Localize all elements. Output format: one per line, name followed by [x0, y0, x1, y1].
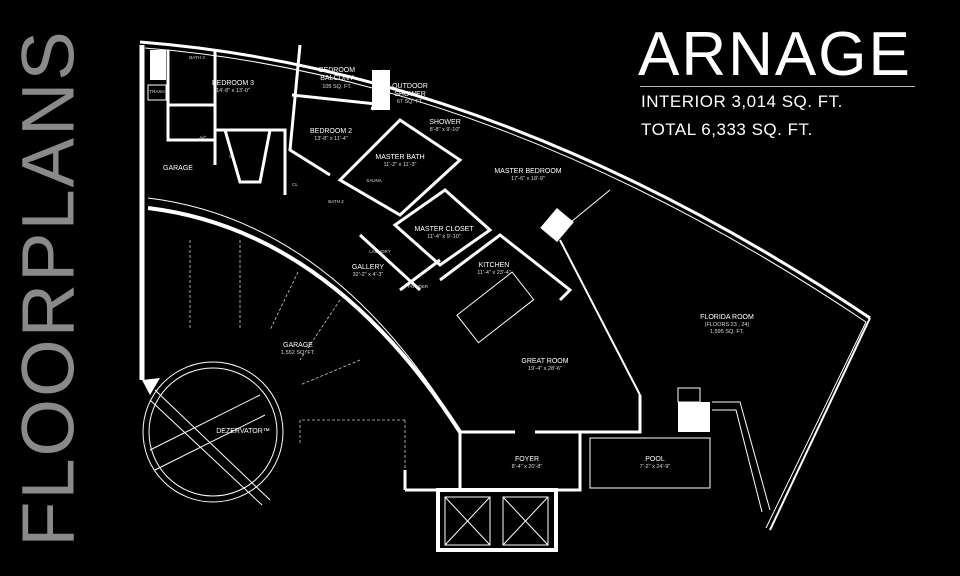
- room-label-outdoor-shower-2: SHOWER: [394, 91, 426, 98]
- room-dim-master-bedroom: 17'-6" x 18'-9": [511, 176, 545, 182]
- room-dim-bedroom3: 14'-8" x 13'-0": [216, 88, 250, 94]
- room-label-laundry: LAUNDRY: [369, 249, 390, 254]
- room-label-master-closet: MASTER CLOSET: [414, 226, 474, 233]
- room-label-florida-room: FLORIDA ROOM: [700, 314, 754, 321]
- room-label-shower: SHOWER: [429, 119, 461, 126]
- column: [540, 207, 574, 243]
- column: [372, 70, 390, 110]
- room-label-powder: POWDER: [408, 284, 429, 289]
- florida-room-glass-wall: [769, 317, 871, 531]
- room-label-kitchen: KITCHEN: [479, 262, 510, 269]
- stair-block: [678, 402, 710, 432]
- room-label-closet-2: CL: [292, 182, 298, 187]
- room-dim-master-closet: 11'-4" x 9'-10": [427, 234, 460, 240]
- kitchen-island: [456, 271, 535, 344]
- room-label-master-bath: MASTER BATH: [375, 154, 424, 161]
- interior-area: INTERIOR 3,014 SQ. FT.: [641, 92, 843, 111]
- room-label-bedroom-balcony-1: BEDROOM: [319, 67, 355, 74]
- room-label-dezervator: DEZERVATOR™: [216, 428, 270, 435]
- room-label-master-bedroom: MASTER BEDROOM: [494, 168, 561, 175]
- room-label-ac: A/C: [199, 135, 207, 140]
- room-label-closet-1: CL: [229, 154, 235, 159]
- room-dim-bedroom2: 13'-8" x 11'-4": [314, 136, 347, 142]
- total-area: TOTAL 6,333 SQ. FT.: [641, 120, 813, 139]
- room-label-trash: TRASH: [149, 89, 164, 94]
- room-label-bath2: BATH 2: [328, 199, 344, 204]
- room-dim-shower: 8'-8" x 9'-10": [430, 127, 461, 133]
- room-dim-foyer: 8'-4" x 20'-8": [512, 464, 543, 470]
- room-label-garage: GARAGE: [283, 342, 313, 349]
- room-dim-kitchen: 11'-4" x 23'-4": [477, 270, 510, 276]
- room-area-garage: 1,552 SQ. FT.: [281, 350, 315, 356]
- room-floors-florida-room: (FLOORS 23 , 24): [705, 322, 750, 328]
- room-label-sauna: SAUNA: [366, 178, 382, 183]
- room-dim-great-room: 19'-4" x 28'-6": [528, 366, 562, 372]
- room-label-great-room: GREAT ROOM: [521, 358, 568, 365]
- elevator-core: [436, 488, 558, 552]
- dezervator-turntable: [142, 361, 284, 503]
- room-label-bedroom3: BEDROOM 3: [212, 80, 254, 87]
- room-area-outdoor-shower: 67 SQ. FT.: [397, 99, 424, 105]
- room-label-outdoor-shower-1: OUTDOOR: [392, 83, 428, 90]
- room-label-gallery: GALLERY: [352, 264, 384, 271]
- room-label-garage-small: GARAGE: [163, 165, 193, 172]
- room-area-florida-room: 1,595 SQ. FT.: [710, 329, 744, 335]
- room-label-bedroom-balcony-2: BALCONY: [320, 75, 354, 82]
- room-label-foyer: FOYER: [515, 456, 539, 463]
- room-dim-pool: 7'-2" x 24'-9": [640, 464, 671, 470]
- gallery-curved-wall: [147, 206, 462, 434]
- outer-facade-wall: [139, 40, 871, 320]
- pool-basin: [589, 437, 711, 489]
- model-title: ARNAGE: [638, 20, 912, 89]
- room-label-bedroom2: BEDROOM 2: [310, 128, 352, 135]
- trash-room: [147, 84, 167, 101]
- room-label-pool: POOL: [645, 456, 665, 463]
- room-dim-gallery: 32'-2" x 4'-3": [353, 272, 384, 278]
- room-label-bath3: BATH 3: [189, 55, 205, 60]
- room-dim-master-bath: 11'-2" x 11'-3": [383, 162, 416, 168]
- room-area-bedroom-balcony: 105 SQ. FT.: [322, 84, 352, 90]
- title-divider: [640, 86, 915, 87]
